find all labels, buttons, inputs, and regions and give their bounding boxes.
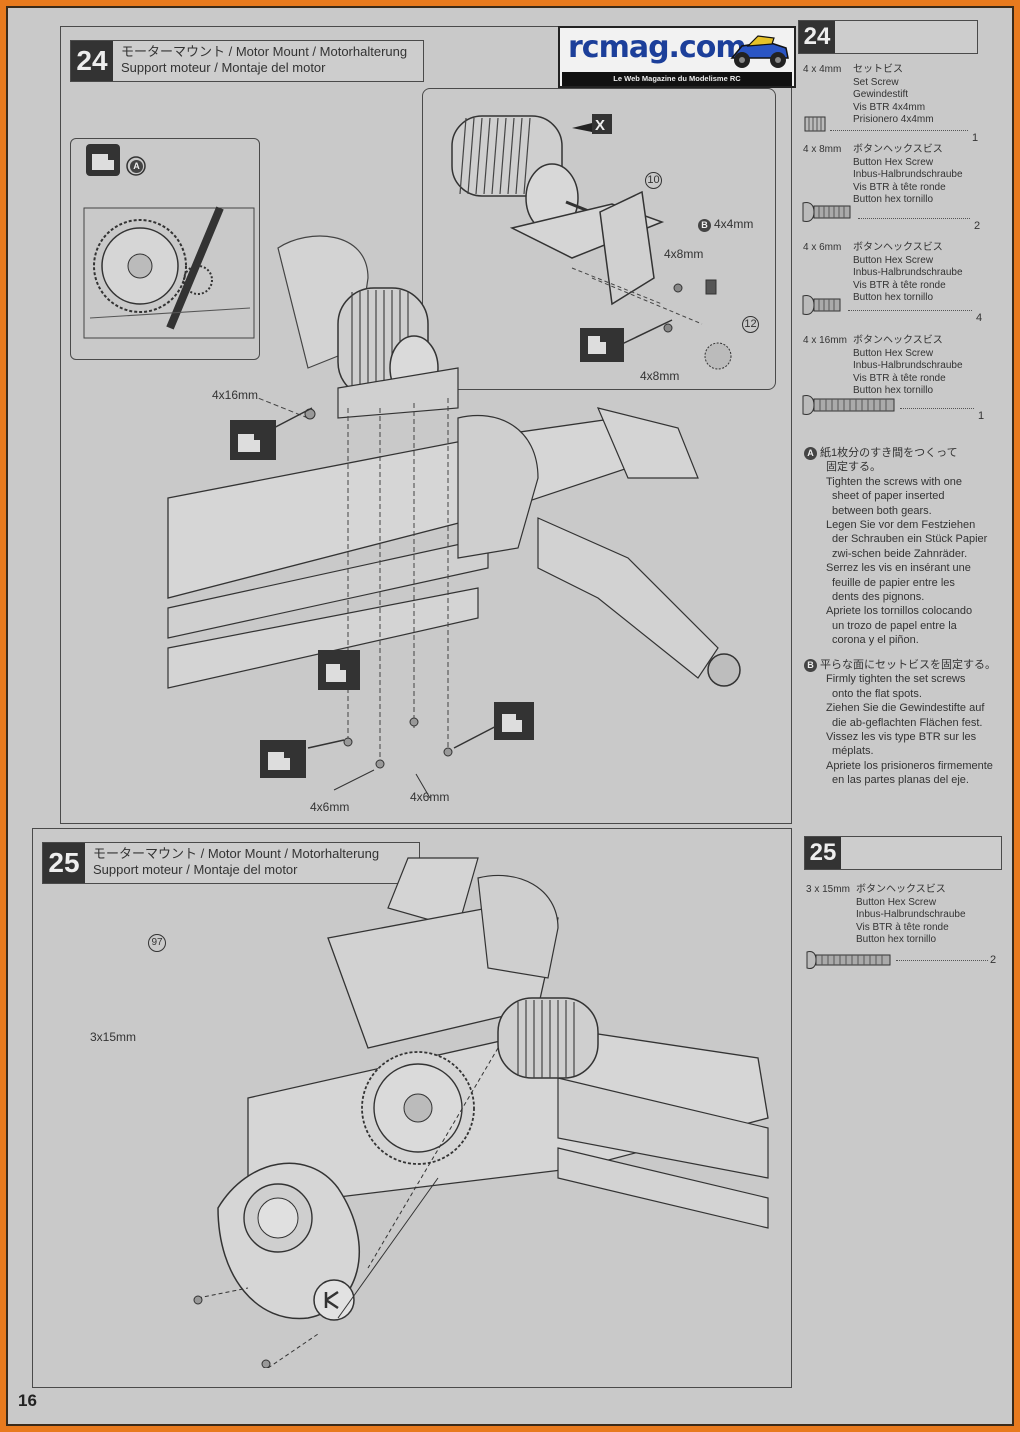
screw-label-4x6-left: 4x6mm (310, 800, 350, 814)
wrench-icon-step-25 (318, 650, 360, 690)
rcmag-logo: rcmag.com Le Web Magazine du Modelisme R… (558, 26, 796, 88)
step-24-panel (60, 26, 792, 824)
step-24-title-line1: モーターマウント / Motor Mount / Motorhalterung (121, 44, 408, 59)
part-set-screw-4x4: 4 x 4mm セットビス Set Screw Gewindestift Vis… (803, 64, 934, 125)
step-25-panel (32, 828, 792, 1388)
part-button-hex-4x6: 4 x 6mm ボタンヘックスビス Button Hex Screw Inbus… (803, 242, 963, 303)
logo-wordmark: rcmag.com (568, 30, 747, 65)
part-button-hex-4x16: 4 x 16mm ボタンヘックスビス Button Hex Screw Inbu… (803, 335, 963, 396)
logo-tagline: Le Web Magazine du Modelisme RC (562, 72, 792, 86)
rc-car-logo-icon (730, 35, 789, 68)
step-25-header: 25 モーターマウント / Motor Mount / Motorhalteru… (42, 842, 420, 884)
step-25-title-line1: モーターマウント / Motor Mount / Motorhalterung (93, 846, 380, 861)
button-hex-screw-4x6-icon (802, 295, 841, 315)
step-24-chassis-illustration (167, 235, 741, 799)
qty-4x6: 4 (976, 312, 983, 324)
step-24-parts-number: 24 (799, 21, 835, 53)
button-hex-screw-4x16-icon (802, 395, 895, 415)
wrench-icon-upper-left (230, 420, 276, 460)
screw-label-3x15: 3x15mm (90, 1030, 137, 1044)
step-25-number: 25 (43, 843, 85, 883)
part-10-callout: 10 (645, 172, 662, 189)
part-button-hex-3x15: 3 x 15mm ボタンヘックスビス Button Hex Screw Inbu… (806, 884, 966, 945)
motor-inset-illustration (451, 114, 732, 370)
motor-inset-box (422, 88, 776, 390)
qty-4x8: 2 (974, 220, 981, 232)
screw-label-4x16: 4x16mm (212, 388, 259, 402)
set-screw-4x4-icon (804, 116, 826, 132)
step-25-parts-header: 25 (804, 836, 1002, 870)
step-24-parts-header: 24 (798, 20, 978, 54)
screw-label-4x8-lower: 4x8mm (640, 369, 680, 383)
detail-a-callout: A (130, 158, 146, 173)
button-hex-screw-3x15-icon (806, 951, 891, 969)
step-24-title-line2: Support moteur / Montaje del motor (121, 60, 326, 75)
qty-3x15: 2 (990, 954, 997, 966)
qty-4x16: 1 (978, 410, 985, 422)
screw-label-4x6-right: 4x6mm (410, 790, 450, 804)
screw-label-4x8-upper: 4x8mm (664, 247, 704, 261)
qty-4x4: 1 (972, 132, 979, 144)
manual-page: 24 モーターマウント / Motor Mount / Motorhalteru… (6, 6, 1014, 1426)
button-hex-screw-4x8-icon (802, 202, 851, 222)
step-25-title-line2: Support moteur / Montaje del motor (93, 862, 298, 877)
gear-detail-illustration (83, 144, 255, 339)
part-button-hex-4x8: 4 x 8mm ボタンヘックスビス Button Hex Screw Inbus… (803, 144, 963, 205)
wrench-icon-lower-left (260, 740, 306, 778)
page-number: 16 (18, 1391, 37, 1410)
part-97-callout: 97 (148, 934, 166, 952)
wrench-icon-lower-right (494, 702, 534, 740)
step-24-number: 24 (71, 41, 113, 81)
part-12-callout: 12 (742, 316, 759, 333)
detail-a-box (70, 138, 260, 360)
x-mark-label: X (595, 117, 606, 134)
step-24-header: 24 モーターマウント / Motor Mount / Motorhalteru… (70, 40, 424, 82)
step-25-chassis-illustration (193, 857, 769, 1368)
step-25-parts-number: 25 (805, 837, 841, 869)
